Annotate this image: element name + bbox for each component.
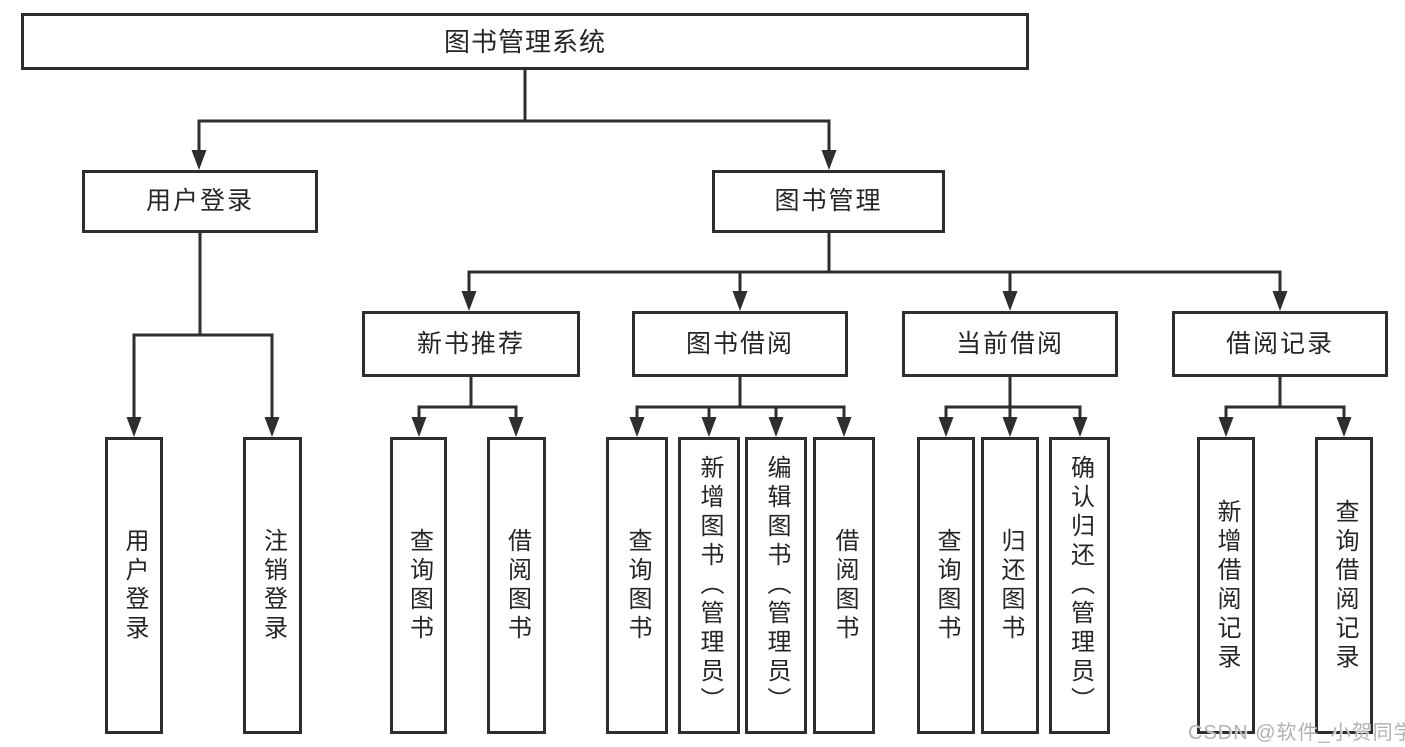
- connector-borrow-records-to-leaves: [1218, 377, 1352, 437]
- node-book-management: 图书管理: [712, 170, 945, 233]
- node-user-login: 用户登录: [82, 170, 318, 233]
- node-leaf-current-confirm-return-admin: 确认归还（管理员）: [1049, 437, 1110, 734]
- connector-root-to-level2: [191, 70, 837, 170]
- node-current-borrowing: 当前借阅: [902, 311, 1118, 377]
- node-leaf-user-login: 用户登录: [105, 437, 163, 734]
- node-leaf-recommend-query-books: 查询图书: [390, 437, 447, 734]
- node-leaf-recommend-borrow-books: 借阅图书: [487, 437, 546, 734]
- connector-current-borrowing-to-leaves: [938, 377, 1088, 437]
- connector-user-login-to-leaves: [126, 233, 280, 437]
- node-leaf-borrowing-add-books-admin: 新增图书（管理员）: [678, 437, 740, 734]
- watermark-text: CSDN @软件_小贺同学: [1188, 722, 1405, 744]
- node-leaf-borrowing-edit-books-admin: 编辑图书（管理员）: [745, 437, 807, 734]
- connector-book-management-to-level3: [461, 233, 1288, 311]
- node-library-management-system: 图书管理系统: [21, 13, 1029, 70]
- node-leaf-current-query-books: 查询图书: [917, 437, 975, 734]
- node-leaf-records-query-borrow-record: 查询借阅记录: [1315, 437, 1373, 734]
- node-leaf-borrowing-borrow-books: 借阅图书: [813, 437, 875, 734]
- node-book-borrowing: 图书借阅: [632, 311, 848, 377]
- node-new-book-recommend: 新书推荐: [362, 311, 580, 377]
- node-leaf-records-add-borrow-record: 新增借阅记录: [1197, 437, 1255, 734]
- node-borrow-records: 借阅记录: [1172, 311, 1388, 377]
- connector-book-borrowing-to-leaves: [629, 377, 852, 437]
- node-leaf-borrowing-query-books: 查询图书: [606, 437, 668, 734]
- node-leaf-logout: 注销登录: [243, 437, 302, 734]
- node-leaf-current-return-books: 归还图书: [981, 437, 1039, 734]
- connector-new-book-recommend-to-leaves: [411, 377, 524, 437]
